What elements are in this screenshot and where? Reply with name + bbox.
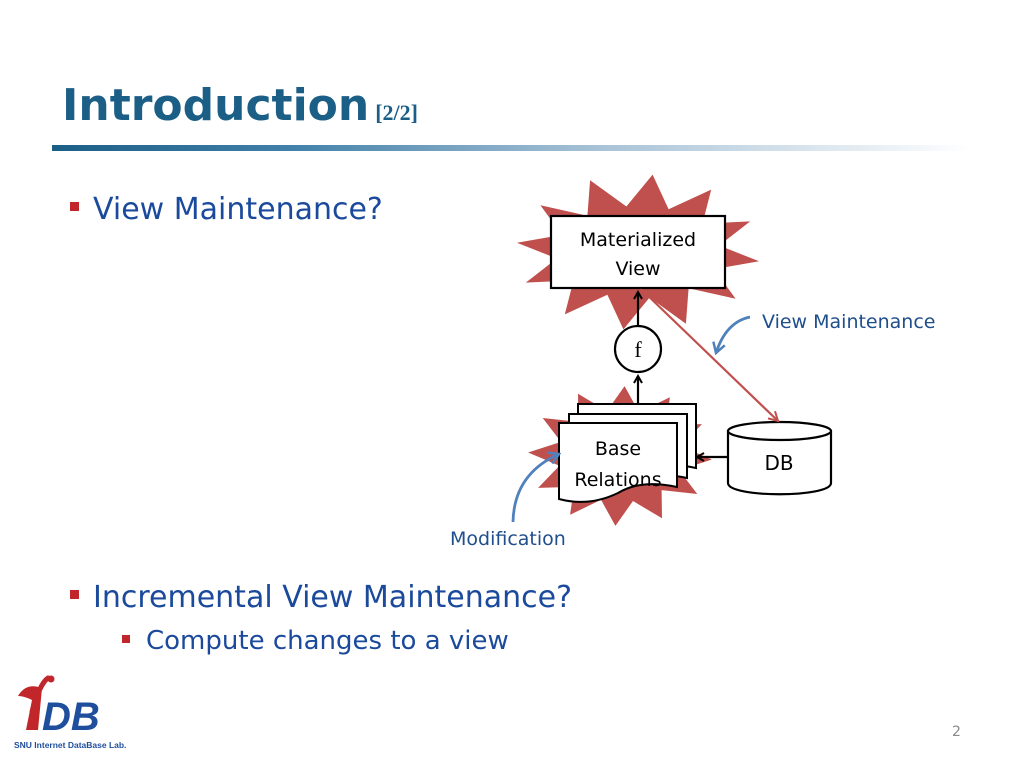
modification-callout-arrow [511, 454, 559, 523]
bullet-square-icon [70, 202, 79, 211]
bullet-view-maintenance: View Maintenance? [70, 192, 383, 227]
slide-title: Introduction[2/2] [62, 80, 418, 131]
db-label: DB [764, 451, 793, 475]
base-relations-node: Base Relations [558, 403, 697, 503]
function-label: f [634, 337, 642, 362]
function-node: f [613, 324, 663, 374]
view-maintenance-callout-arrow [716, 315, 751, 353]
title-underline [52, 145, 972, 151]
bullet-text: Compute changes to a view [146, 626, 509, 656]
materialized-view-label-line1: Materialized [580, 229, 696, 251]
maintenance-arrow [642, 290, 778, 421]
view-maintenance-label: View Maintenance [762, 311, 936, 333]
bullet-square-icon [122, 634, 130, 643]
bullet-incremental-view-maintenance: Incremental View Maintenance? [70, 580, 572, 615]
logo-i-icon [18, 686, 42, 730]
logo-caption: SNU Internet DataBase Lab. [14, 740, 126, 750]
modification-label: Modification [450, 528, 566, 550]
materialized-view-node: Materialized View [549, 214, 727, 290]
slide-title-suffix: [2/2] [375, 100, 418, 125]
base-relations-label-line2: Relations [574, 469, 661, 491]
bullet-square-icon [70, 590, 79, 599]
bullet-text: Incremental View Maintenance? [93, 580, 573, 615]
idb-logo: DB SNU Internet DataBase Lab. [14, 675, 126, 750]
logo-wordmark-db: DB [42, 695, 100, 739]
page-number: 2 [952, 724, 961, 740]
materialized-view-label-line2: View [615, 258, 660, 280]
db-node: DB [726, 420, 833, 496]
bullet-text: View Maintenance? [93, 192, 383, 227]
base-relations-label-line1: Base [595, 438, 641, 460]
slide-title-text: Introduction [62, 80, 370, 131]
sub-bullet-compute-changes: Compute changes to a view [122, 626, 509, 656]
